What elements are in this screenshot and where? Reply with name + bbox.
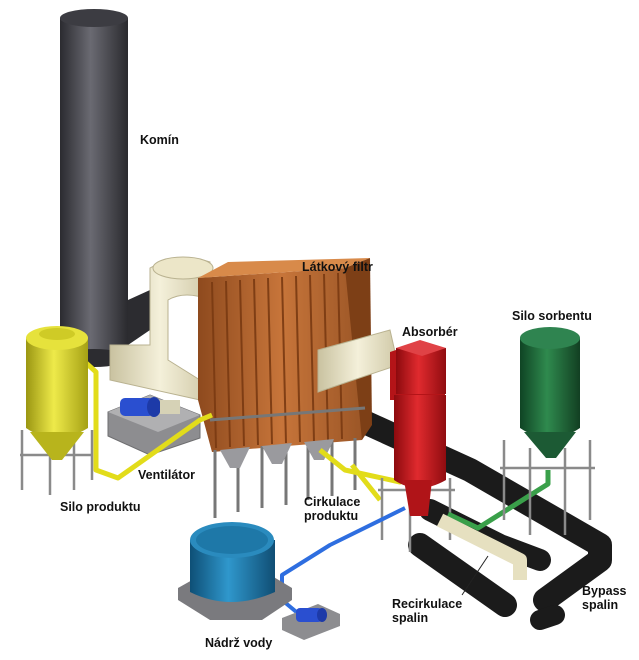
label-product-circulation-line1: Cirkulace (304, 495, 361, 509)
label-flue-gas-recirculation: Recirkulace spalin (392, 597, 462, 625)
label-absorber: Absorbér (402, 325, 458, 339)
label-flue-gas-bypass-line2: spalin (582, 598, 619, 612)
label-product-circulation: Cirkulace produktu (304, 495, 360, 523)
label-sorbent-silo: Silo sorbentu (512, 309, 592, 323)
sorbent-pipe (446, 470, 551, 531)
absorber (378, 340, 455, 552)
water-tank (178, 522, 292, 620)
label-flue-gas-bypass-line1: Bypass (582, 584, 627, 598)
water-pump (282, 604, 340, 640)
label-product-circulation-line2: produktu (304, 509, 359, 523)
chimney (60, 9, 150, 367)
label-water-tank: Nádrž vody (205, 636, 273, 650)
recirculation-leader-line (461, 555, 489, 596)
label-fabric-filter: Látkový filtr (302, 260, 373, 274)
recirculation-duct (436, 513, 527, 580)
label-chimney: Komín (140, 133, 179, 147)
filter-hoppers (220, 439, 334, 468)
sorbent-silo (500, 327, 595, 535)
label-fan: Ventilátor (138, 468, 195, 482)
cream-duct (109, 256, 214, 401)
fan (107, 394, 201, 456)
label-flue-gas-bypass: Bypass spalin (582, 584, 626, 612)
label-product-silo: Silo produktu (60, 500, 141, 514)
product-silo (20, 326, 94, 495)
label-flue-gas-recirculation-line1: Recirkulace (392, 597, 463, 611)
water-pipe (280, 506, 406, 617)
label-flue-gas-recirculation-line2: spalin (392, 611, 429, 625)
